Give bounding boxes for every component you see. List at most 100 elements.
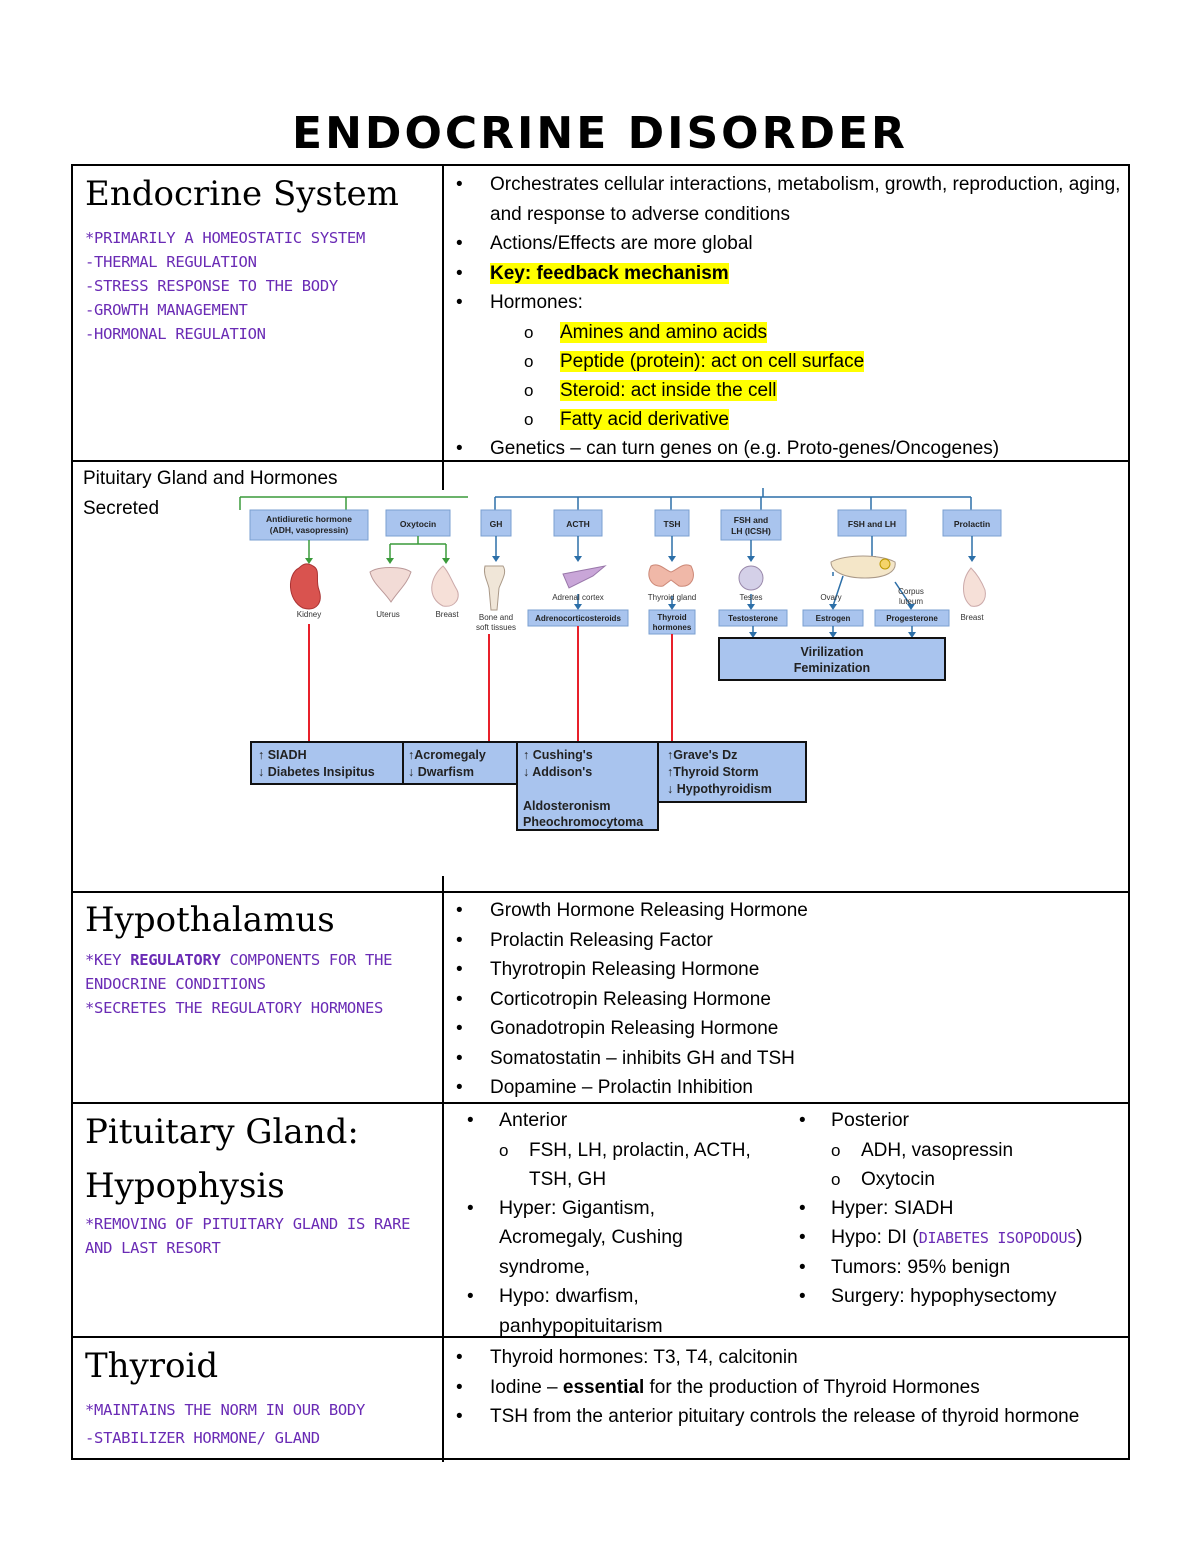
- note-text: *KEY: [85, 951, 122, 969]
- organ-illustrations: [290, 555, 986, 611]
- green-arrows: [308, 536, 447, 560]
- testosterone-label: Testosterone: [728, 614, 778, 623]
- progesterone-label: Progesterone: [886, 614, 938, 623]
- thyroid-bullet-list: Thyroid hormones: T3, T4, calcitonin Iod…: [444, 1343, 1128, 1432]
- note-line: -THERMAL REGULATION: [85, 253, 257, 271]
- fsh-lh-hormone-label: LH (ICSH): [731, 526, 771, 536]
- prolactin-hormone-label: Prolactin: [954, 519, 990, 529]
- note-line: -GROWTH MANAGEMENT: [85, 301, 248, 319]
- posterior-title: Posterior: [831, 1109, 910, 1131]
- list-item: Posterior ADH, vasopressin Oxytocin: [795, 1106, 1130, 1194]
- hypo-text: panhypopituitarism: [499, 1314, 663, 1337]
- list-item: Hormones: Amines and amino acids Peptide…: [444, 288, 1128, 434]
- list-item: Oxytocin: [831, 1165, 1130, 1194]
- list-item: ADH, vasopressin: [831, 1136, 1130, 1165]
- feminization-label: Feminization: [794, 661, 870, 675]
- posterior-hormones: ADH, vasopressin Oxytocin: [831, 1136, 1130, 1194]
- thyroid-right-cell: Thyroid hormones: T3, T4, calcitonin Iod…: [444, 1343, 1128, 1432]
- breast-icon: [963, 567, 986, 607]
- thyroid-left-cell: Thyroid *MAINTAINS THE NORM IN OUR BODY …: [85, 1346, 435, 1452]
- highlighted-text: Key: feedback mechanism: [490, 262, 729, 284]
- list-item: Somatostatin – inhibits GH and TSH: [444, 1044, 1128, 1074]
- hormones-label: Hormones:: [490, 292, 583, 313]
- anterior-title: Anterior: [499, 1109, 568, 1131]
- page-title: ENDOCRINE DISORDER: [292, 108, 908, 159]
- uterus-icon: [369, 567, 412, 603]
- oxytocin-hormone-label: Oxytocin: [400, 519, 436, 529]
- note-line: ENDOCRINE CONDITIONS: [85, 975, 266, 993]
- kidney-label: Kidney: [297, 610, 321, 619]
- thyroid-hormones-label: Thyroid: [657, 613, 686, 622]
- bone-label: Bone and: [479, 613, 513, 622]
- dwarfism-label: ↓ Dwarfism: [408, 765, 474, 779]
- thyroid-notes: *MAINTAINS THE NORM IN OUR BODY -STABILI…: [85, 1396, 435, 1452]
- product-arrowheads: [749, 632, 916, 638]
- highlighted-text: Steroid: act inside the cell: [560, 379, 777, 401]
- list-item: Peptide (protein): act on cell surface: [490, 347, 1128, 376]
- blue-connector: [494, 488, 972, 510]
- endocrine-notes: *PRIMARILY A HOMEOSTATIC SYSTEM -THERMAL…: [85, 226, 435, 346]
- anterior-hormones: FSH, LH, prolactin, ACTH,TSH, GH: [499, 1136, 783, 1194]
- hypophysis-heading: Hypophysis: [85, 1166, 285, 1206]
- list-item: Growth Hormone Releasing Hormone: [444, 896, 1128, 926]
- ovary-label: Ovary: [820, 593, 841, 602]
- list-item: FSH, LH, prolactin, ACTH,TSH, GH: [499, 1136, 783, 1194]
- note-line: -STABILIZER HORMONE/ GLAND: [85, 1429, 320, 1447]
- testes-icon: [738, 565, 764, 591]
- pituitary-hormone-diagram: Antidiuretic hormone (ADH, vasopressin) …: [239, 488, 1002, 831]
- list-item: Actions/Effects are more global: [444, 229, 1128, 259]
- row-divider: [73, 1102, 1128, 1104]
- note-line: -STRESS RESPONSE TO THE BODY: [85, 277, 338, 295]
- posterior-list: Posterior ADH, vasopressin Oxytocin Hype…: [795, 1106, 1130, 1312]
- list-item: Genetics – can turn genes on (e.g. Proto…: [444, 434, 1128, 464]
- list-item: Surgery: hypophysectomy: [795, 1282, 1130, 1312]
- acromegaly-label: ↑Acromegaly: [408, 748, 486, 762]
- breast-label: Breast: [960, 613, 984, 622]
- virilization-box: [718, 637, 946, 681]
- hormone-boxes: [249, 509, 1002, 541]
- bullet-bold-text: essential: [562, 1376, 645, 1398]
- list-item: Iodine – essential for the production of…: [444, 1373, 1128, 1403]
- note-line: *REMOVING OF PITUITARY GLAND IS RARE: [85, 1215, 411, 1233]
- list-item: Gonadotropin Releasing Hormone: [444, 1014, 1128, 1044]
- list-item: Anterior FSH, LH, prolactin, ACTH,TSH, G…: [463, 1106, 783, 1194]
- pituitary-heading: Pituitary Gland:: [85, 1112, 359, 1152]
- note-bold-text: REGULATORY: [130, 951, 221, 969]
- corpus-luteum-icon: [879, 558, 891, 570]
- bullet-text: for the production of Thyroid Hormones: [644, 1376, 980, 1398]
- virilization-label: Virilization: [801, 645, 864, 659]
- anterior-column: Anterior FSH, LH, prolactin, ACTH,TSH, G…: [463, 1106, 783, 1341]
- note-line: *KEY REGULATORY COMPONENTS FOR THE: [85, 948, 435, 972]
- list-item: Orchestrates cellular interactions, meta…: [444, 170, 1128, 229]
- green-connector: [239, 496, 468, 510]
- adrenocorticosteroids-label: Adrenocorticosteroids: [535, 614, 621, 623]
- bullet-text: Iodine –: [490, 1376, 563, 1398]
- anterior-hormones-text: FSH, LH, prolactin, ACTH,: [529, 1139, 751, 1161]
- note-text: COMPONENTS FOR THE: [229, 951, 393, 969]
- list-item: Hypo: DI (DIABETES ISOPODOUS): [795, 1223, 1130, 1253]
- hypothalamus-left-cell: Hypothalamus *KEY REGULATORY COMPONENTS …: [85, 900, 435, 1020]
- posterior-column: Posterior ADH, vasopressin Oxytocin Hype…: [795, 1106, 1130, 1312]
- corpus-luteum-label: Corpus: [898, 587, 924, 596]
- note-line: *MAINTAINS THE NORM IN OUR BODY: [85, 1401, 365, 1419]
- hypo-text: Hypo: DI (: [831, 1226, 919, 1248]
- tsh-hormone-label: TSH: [664, 519, 681, 529]
- note-line: *PRIMARILY A HOMEOSTATIC SYSTEM: [85, 229, 365, 247]
- list-item: Amines and amino acids: [490, 318, 1128, 347]
- list-item: Hyper: SIADH: [795, 1194, 1130, 1224]
- cushings-label: ↑ Cushing's: [523, 748, 593, 762]
- graves-label: ↑Grave's Dz: [667, 748, 737, 762]
- uterus-label: Uterus: [376, 610, 400, 619]
- list-item: Dopamine – Prolactin Inhibition: [444, 1073, 1128, 1103]
- list-item: Corticotropin Releasing Hormone: [444, 985, 1128, 1015]
- list-item: Prolactin Releasing Factor: [444, 926, 1128, 956]
- column-divider: [442, 876, 444, 1462]
- hyper-text: Hyper: Gigantism,: [499, 1196, 656, 1219]
- fsh-lh-hormone-label: FSH and: [734, 515, 768, 525]
- thyroid-icon: [648, 564, 694, 587]
- endocrine-bullet-list: Orchestrates cellular interactions, meta…: [444, 170, 1128, 463]
- column-divider: [442, 460, 444, 490]
- hypo-text: Hypo: dwarfism,: [499, 1285, 639, 1307]
- endocrine-right-cell: Orchestrates cellular interactions, meta…: [444, 170, 1128, 463]
- note-line: AND LAST RESORT: [85, 1239, 221, 1257]
